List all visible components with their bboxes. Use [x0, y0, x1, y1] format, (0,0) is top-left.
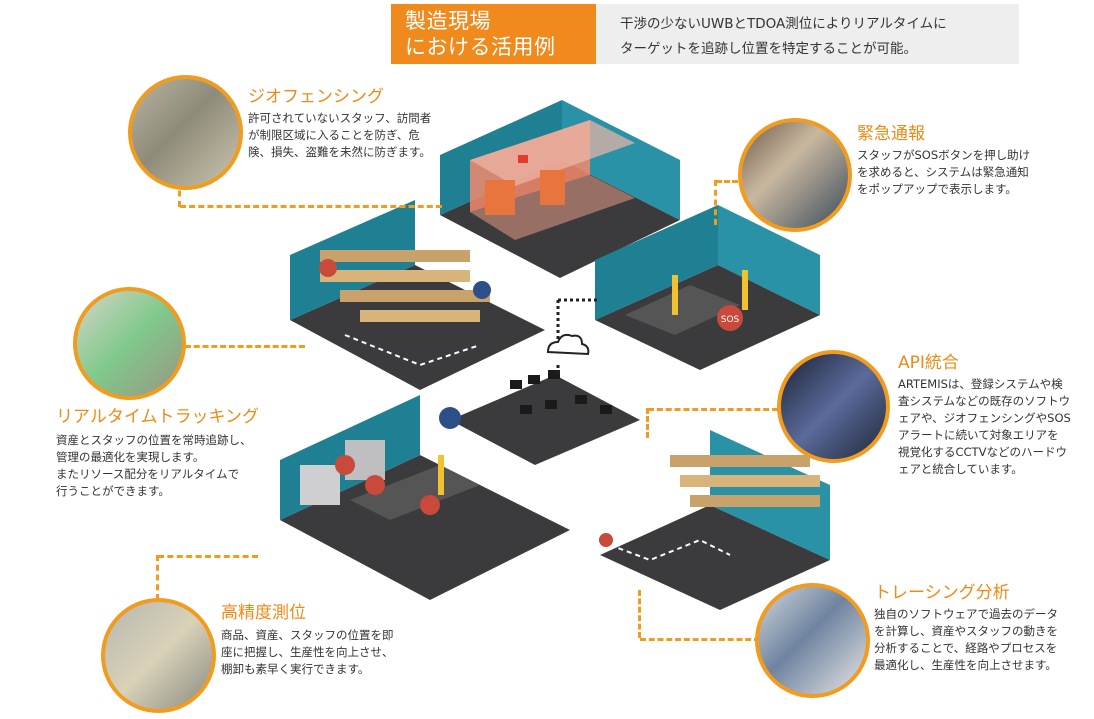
emergency-desc: スタッフがSOSボタンを押し助け を求めると、システムは緊急通知 をポップアップ…: [857, 147, 1057, 198]
header-desc-line1: 干渉の少ないUWBとTDOA測位によりリアルタイムに: [620, 16, 947, 32]
restricted-room: [440, 100, 680, 278]
emergency-desc-line: スタッフがSOSボタンを押し助け: [857, 148, 1031, 162]
tracing-desc-line: 独自のソフトウェアで過去のデータ: [874, 607, 1058, 621]
production-room: [280, 395, 570, 600]
emergency-desc-line: をポップアップで表示します。: [857, 182, 1017, 196]
connector-api-v: [646, 408, 649, 438]
geofencing-title: ジオフェンシング: [248, 87, 384, 107]
connector-geofencing: [180, 205, 442, 208]
precision-desc-line: 座に把握し、生産性を向上させ、: [221, 645, 394, 659]
geofencing-desc-line: が制限区域に入ることを防ぎ、危: [248, 128, 420, 142]
tracking-desc: 資産とスタッフの位置を常時追跡し、 管理の最適化を実現します。 またリソース配分…: [56, 432, 276, 500]
photo-emergency: [738, 118, 852, 232]
tracing-desc-line: 分析することで、経路やプロセスを: [874, 641, 1058, 655]
precision-desc-line: 棚卸も素早く実行できます。: [221, 662, 370, 676]
tracking-desc-line: またリソース配分をリアルタイムで: [56, 467, 240, 481]
connector-tracing-v: [638, 590, 641, 638]
connector-tracking: [185, 345, 305, 348]
header-title-line2: における活用例: [405, 35, 556, 59]
header-desc-line2: ターゲットを追跡し位置を特定することが可能。: [620, 41, 917, 57]
connector-api: [648, 408, 778, 411]
sos-label: SOS: [721, 315, 740, 325]
storage-room-left: [290, 200, 545, 390]
api-desc: ARTEMISは、登録システムや検 査システムなどの既存のソフトウ ェアや、ジオ…: [898, 376, 1088, 478]
photo-api: [777, 350, 890, 463]
tracking-desc-line: 管理の最適化を実現します。: [56, 450, 205, 464]
api-desc-line: アラートに続いて対象エリアを: [898, 428, 1059, 442]
photo-tracking: [73, 287, 186, 400]
precision-title: 高精度測位: [221, 603, 306, 623]
api-desc-line: 視覚化するCCTVなどのハードウ: [898, 445, 1067, 459]
precision-desc-line: 商品、資産、スタッフの位置を即: [221, 628, 394, 642]
geofencing-desc-line: 許可されていないスタッフ、訪問者: [248, 111, 432, 125]
header-description: 干渉の少ないUWBとTDOA測位によりリアルタイムに ターゲットを追跡し位置を特…: [596, 4, 1019, 64]
storage-room-right: [599, 430, 830, 610]
connector-tracing: [640, 638, 760, 641]
geofencing-desc: 許可されていないスタッフ、訪問者 が制限区域に入ることを防ぎ、危 険、損失、盗難…: [248, 110, 448, 161]
tracing-title: トレーシング分析: [874, 583, 1010, 603]
connector-geofencing-v: [178, 180, 181, 207]
connector-emergency: [716, 180, 746, 183]
tracing-desc: 独自のソフトウェアで過去のデータ を計算し、資産やスタッフの動きを 分析すること…: [874, 606, 1089, 674]
sos-badge: [717, 305, 743, 331]
api-desc-line: ェアや、ジオフェンシングやSOS: [898, 411, 1071, 425]
tracing-desc-line: を計算し、資産やスタッフの動きを: [874, 624, 1058, 638]
api-desc-line: 査システムなどの既存のソフトウ: [898, 394, 1071, 408]
photo-geofencing: [128, 75, 243, 190]
control-room: [450, 333, 640, 465]
photo-precision: [101, 598, 216, 713]
tracking-title: リアルタイムトラッキング: [56, 407, 259, 427]
header-title: 製造現場 における活用例: [391, 4, 596, 64]
tracking-desc-line: 資産とスタッフの位置を常時追跡し、: [56, 433, 252, 447]
tracking-desc-line: 行うことができます。: [56, 484, 170, 498]
api-desc-line: ェアと統合しています。: [898, 462, 1023, 476]
connector-emergency-v: [714, 180, 717, 225]
api-title: API統合: [898, 353, 959, 373]
header-title-line1: 製造現場: [405, 9, 491, 33]
emergency-desc-line: を求めると、システムは緊急通知: [857, 165, 1029, 179]
connector-precision-v: [156, 555, 159, 600]
photo-tracing: [755, 583, 870, 698]
api-desc-line: ARTEMISは、登録システムや検: [898, 377, 1063, 391]
geofencing-desc-line: 険、損失、盗難を未然に防ぎます。: [248, 145, 431, 159]
connector-precision: [158, 555, 258, 558]
emergency-title: 緊急通報: [857, 124, 925, 144]
precision-desc: 商品、資産、スタッフの位置を即 座に把握し、生産性を向上させ、 棚卸も素早く実行…: [221, 627, 421, 678]
sos-room: SOS: [595, 205, 820, 370]
tracing-desc-line: 最適化し、生産性を向上させます。: [874, 658, 1057, 672]
